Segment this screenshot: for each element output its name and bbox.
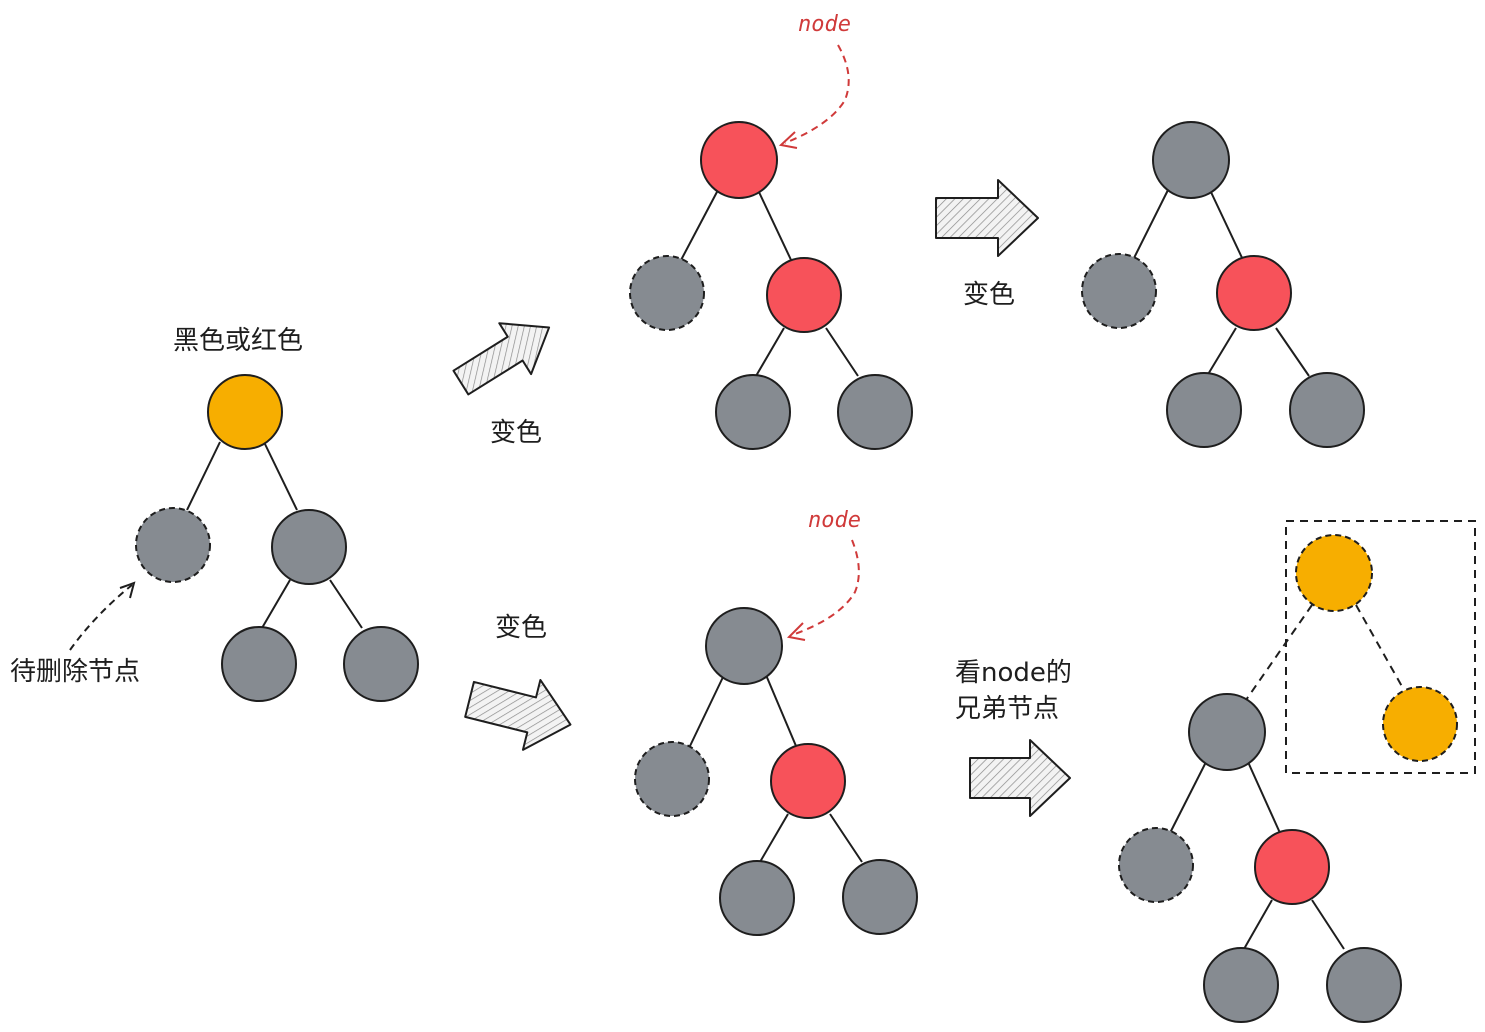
transition-arrow-up [452, 322, 551, 396]
node-yellow-grandparent [1295, 534, 1373, 612]
node-dashed-left [1118, 827, 1194, 903]
node-child-left [719, 860, 795, 936]
node-child-left [1166, 372, 1242, 448]
node-red-sibling [1254, 829, 1330, 905]
tree-bottom-right [1118, 520, 1476, 1023]
label-recolor-1: 变色 [490, 418, 543, 448]
node-to-delete [135, 507, 211, 583]
label-black-or-red: 黑色或红色 [173, 326, 304, 356]
node-red-parent [700, 121, 778, 199]
node-red-sibling [1216, 255, 1292, 331]
label-look-sibling-line2: 兄弟节点 [955, 694, 1060, 724]
node-pointer-arrow-1 [778, 44, 850, 149]
label-look-sibling-line1: 看node的 [955, 658, 1072, 688]
label-node-2: node [808, 508, 861, 533]
node-red-sibling [770, 743, 846, 819]
label-node-1: node [798, 12, 851, 37]
node-black-parent [1152, 121, 1230, 199]
grandparent-highlight-box [1285, 520, 1476, 774]
node-black-or-red [207, 374, 283, 450]
tree-top-right [1081, 121, 1365, 448]
delete-pointer-arrow [69, 581, 136, 651]
node-dashed-left [629, 255, 705, 331]
node-child-right [1326, 947, 1402, 1023]
label-recolor-2: 变色 [963, 280, 1016, 310]
node-sibling [271, 509, 347, 585]
tree-original [69, 374, 419, 702]
node-child-left [1203, 947, 1279, 1023]
node-child-left [715, 374, 791, 450]
node-dashed-left [634, 741, 710, 817]
tree-top-middle [629, 44, 913, 450]
node-child-right [837, 374, 913, 450]
transition-arrow-right-top [935, 179, 1039, 257]
node-child-right [842, 859, 918, 935]
node-child-right [1289, 372, 1365, 448]
label-delete-node: 待删除节点 [10, 657, 141, 687]
transition-arrow-down [464, 678, 572, 751]
node-black-parent [705, 607, 783, 685]
transition-arrow-right-bottom [969, 739, 1071, 817]
label-recolor-3: 变色 [495, 613, 548, 643]
node-sibling-left-child [221, 626, 297, 702]
tree-bottom-middle [634, 539, 918, 936]
node-dashed-left [1081, 253, 1157, 329]
node-pointer-arrow-2 [786, 539, 860, 641]
node-black-parent [1188, 693, 1266, 771]
node-red-sibling [766, 257, 842, 333]
node-sibling-right-child [343, 626, 419, 702]
node-yellow-uncle [1382, 686, 1458, 762]
